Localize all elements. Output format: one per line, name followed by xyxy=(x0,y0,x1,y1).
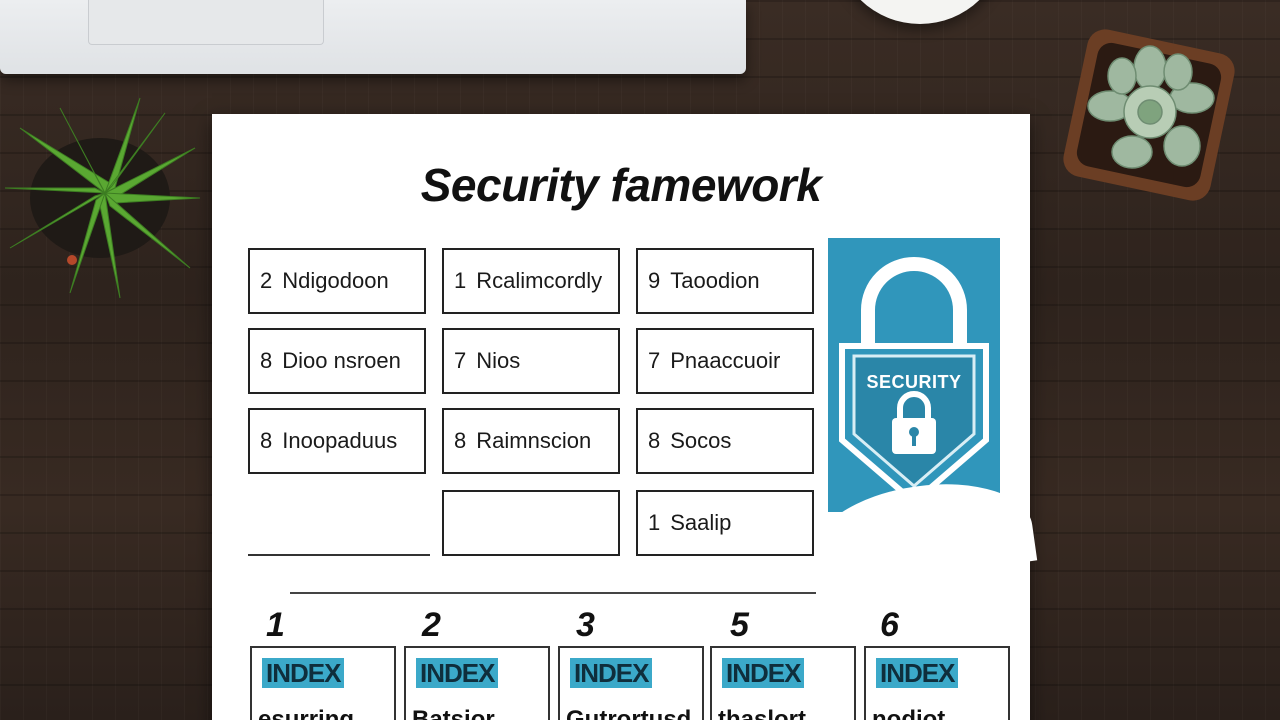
security-badge: SECURITY xyxy=(828,238,1000,512)
index-number: 3 xyxy=(576,606,595,644)
coffee-mug xyxy=(836,0,1004,24)
index-card: INDEX thaslort xyxy=(710,646,856,720)
grid-cell: 7 Pnaaccuoir xyxy=(636,328,814,394)
grid-cell-label: Nios xyxy=(476,348,521,373)
index-tag: INDEX xyxy=(416,658,499,688)
grid-cell: 1 Saalip xyxy=(636,490,814,556)
index-word: Gutrortusd xyxy=(566,706,692,720)
index-tag: INDEX xyxy=(570,658,653,688)
keyhole-icon xyxy=(892,391,936,454)
index-word: esurring xyxy=(258,706,355,720)
grid-cell-number: 7 xyxy=(454,348,467,373)
succulent-icon xyxy=(1063,29,1235,201)
grid-cell: 7 Nios xyxy=(442,328,620,394)
grid-cell-label: Rcalimcordly xyxy=(476,268,603,293)
plant-icon xyxy=(4,97,201,299)
grid-cell-number: 2 xyxy=(260,268,273,293)
grid-cell-label: Ndigodoon xyxy=(282,268,389,293)
grid-cell-number: 9 xyxy=(648,268,661,293)
grid-cell-empty xyxy=(442,490,620,556)
grid-cell-label: Saalip xyxy=(670,510,732,535)
grid-cell-label: Raimnscion xyxy=(476,428,592,453)
index-tag: INDEX xyxy=(262,658,345,688)
index-card: INDEX esurring xyxy=(250,646,396,720)
grid-cell-number: 7 xyxy=(648,348,661,373)
grid-cell-number: 1 xyxy=(454,268,467,293)
laptop xyxy=(0,0,746,74)
index-number: 1 xyxy=(266,606,285,644)
grid-cell: 9 Taoodion xyxy=(636,248,814,314)
grid-cell: 8 Dioo nsroen xyxy=(248,328,426,394)
grid-cell: 8 Socos xyxy=(636,408,814,474)
grid-cell-number: 1 xyxy=(648,510,661,535)
grid-cell-label: Inoopaduus xyxy=(282,428,398,453)
index-number: 6 xyxy=(880,606,899,644)
page-title: Security famework xyxy=(420,159,822,211)
index-card: INDEX Batsior xyxy=(404,646,550,720)
grid-cell: 1 Rcalimcordly xyxy=(442,248,620,314)
badge-label: SECURITY xyxy=(866,372,962,392)
index-tag: INDEX xyxy=(876,658,959,688)
grid-cell-number: 8 xyxy=(454,428,467,453)
grid-cell-label: Pnaaccuoir xyxy=(670,348,781,373)
grid-cell: 8 Inoopaduus xyxy=(248,408,426,474)
padlock-icon xyxy=(839,257,989,506)
index-card: INDEX nodiot xyxy=(864,646,1010,720)
grid-cell-label: Socos xyxy=(670,428,732,453)
grid-cell-label: Taoodion xyxy=(670,268,760,293)
index-tag: INDEX xyxy=(722,658,805,688)
grid-cell-number: 8 xyxy=(648,428,661,453)
index-number: 5 xyxy=(730,606,749,644)
divider xyxy=(290,592,816,594)
grid-cell-label: Dioo nsroen xyxy=(282,348,401,373)
blank-line xyxy=(248,554,430,556)
index-word: thaslort xyxy=(718,706,807,720)
index-word: nodiot xyxy=(872,706,946,720)
grid-cell: 8 Raimnscion xyxy=(442,408,620,474)
grid-cell-number: 8 xyxy=(260,348,273,373)
index-number: 2 xyxy=(422,606,441,644)
index-word: Batsior xyxy=(412,706,495,720)
security-framework-sheet: Security famework 2 Ndigodoon 1 Rcalimco… xyxy=(212,114,1038,720)
grid-cell-number: 8 xyxy=(260,428,273,453)
laptop-trackpad xyxy=(88,0,324,45)
index-card: INDEX Gutrortusd xyxy=(558,646,704,720)
grid-cell: 2 Ndigodoon xyxy=(248,248,426,314)
